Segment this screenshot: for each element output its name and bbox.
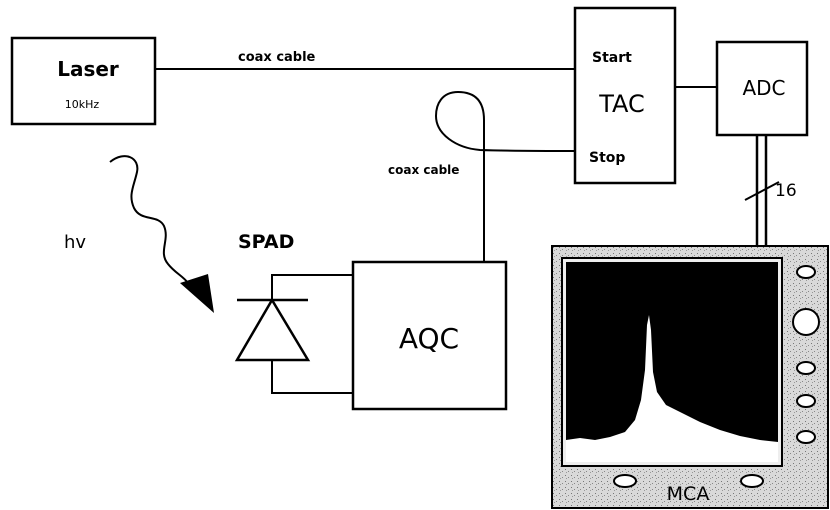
photon-arrow-head	[180, 274, 214, 313]
tac-start-label: Start	[592, 50, 632, 66]
photon-wave	[109, 155, 189, 284]
spad-label: SPAD	[238, 231, 294, 253]
spad-triangle	[234, 297, 311, 362]
mca-label: MCA	[667, 483, 710, 505]
bus-width-label: 16	[775, 181, 797, 201]
coax-cable-middle-label: coax cable	[388, 163, 459, 177]
coax-cable-middle	[434, 90, 576, 262]
tac-label: TAC	[598, 90, 645, 118]
mca-knob-3	[796, 361, 816, 375]
mca-knob-4	[796, 394, 816, 408]
mca-knob-5	[796, 430, 816, 444]
mca-knob-2	[792, 308, 820, 336]
aqc-box	[351, 260, 508, 411]
mca-button-right	[740, 474, 764, 488]
spad-wire-bottom	[271, 360, 353, 394]
tac-stop-label: Stop	[589, 150, 625, 166]
mca-button-left	[613, 474, 637, 488]
mca-histogram	[566, 315, 778, 462]
spad-wire-top	[271, 274, 353, 300]
mca-knob-1	[796, 265, 816, 279]
coax-cable-top-label: coax cable	[238, 50, 316, 65]
aqc-label: AQC	[399, 322, 459, 355]
laser-rate: 10kHz	[65, 98, 100, 111]
photon-label: hv	[64, 232, 86, 253]
bus-slash	[744, 181, 780, 201]
laser-title: Laser	[57, 57, 119, 81]
adc-label: ADC	[742, 76, 785, 100]
tac-box	[573, 6, 677, 185]
adc-box	[715, 40, 809, 137]
laser-box	[10, 36, 157, 126]
